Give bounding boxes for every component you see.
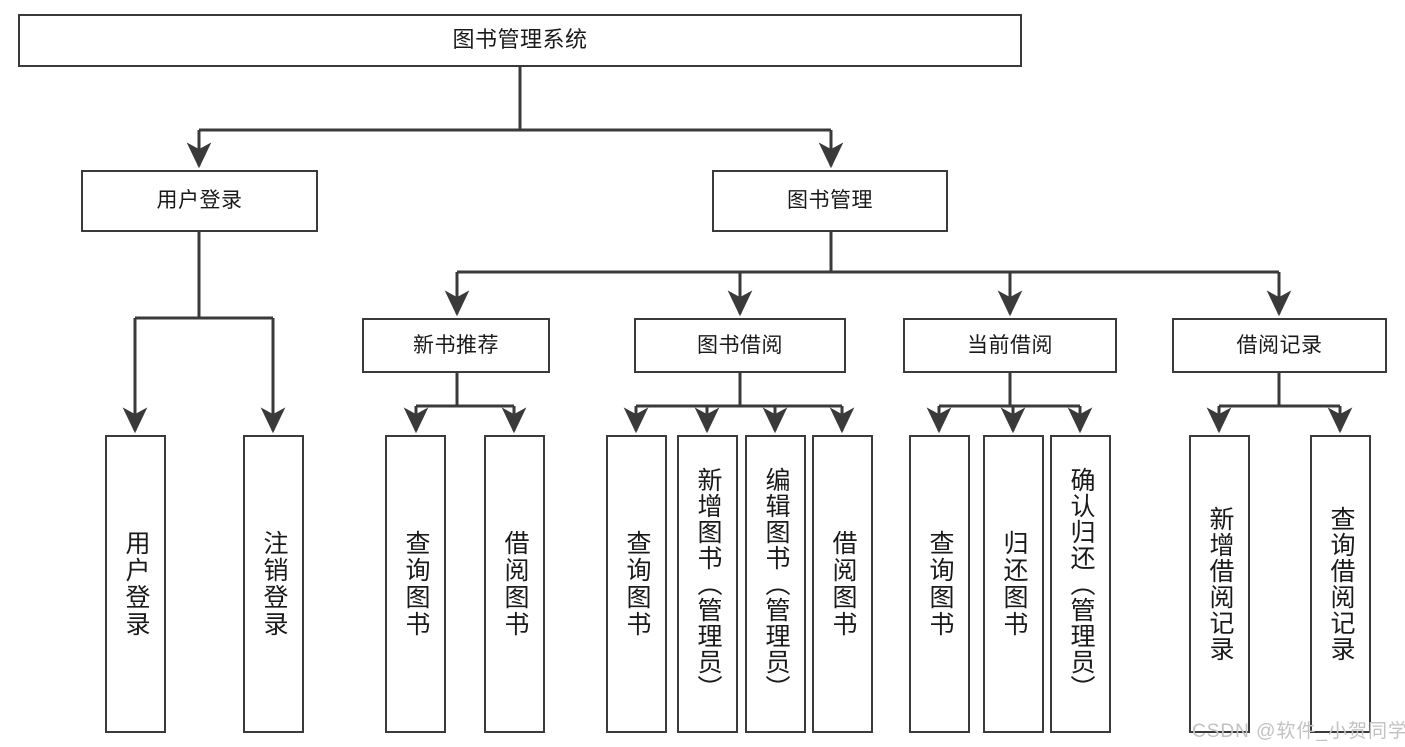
leaf-query-book-current-label: 查询图书: [926, 530, 954, 638]
node-user-login[interactable]: 用户登录: [81, 170, 318, 232]
leaf-user-login-label: 用户登录: [122, 530, 150, 638]
node-book-borrow-label: 图书借阅: [697, 333, 783, 357]
leaf-borrow-book-label: 借阅图书: [829, 530, 857, 638]
node-new-book-recommendation[interactable]: 新书推荐: [362, 318, 550, 373]
leaf-borrow-book-rec-label: 借阅图书: [501, 530, 529, 638]
leaf-add-book-admin-label: 新增图书（管理员）: [694, 467, 722, 701]
node-borrow-record-label: 借阅记录: [1236, 333, 1323, 357]
leaf-edit-book-admin-label: 编辑图书（管理员）: [762, 467, 790, 701]
node-book-management-label: 图书管理: [787, 189, 873, 213]
leaf-edit-book-admin[interactable]: 编辑图书（管理员）: [745, 435, 806, 733]
leaf-user-login[interactable]: 用户登录: [105, 435, 166, 733]
leaf-confirm-return-admin[interactable]: 确认归还（管理员）: [1050, 435, 1111, 733]
node-root[interactable]: 图书管理系统: [18, 14, 1022, 67]
leaf-query-book-borrow[interactable]: 查询图书: [606, 435, 667, 733]
leaf-query-book-borrow-label: 查询图书: [623, 530, 651, 638]
leaf-confirm-return-admin-label: 确认归还（管理员）: [1067, 467, 1095, 701]
leaf-borrow-book-rec[interactable]: 借阅图书: [484, 435, 545, 733]
node-root-label: 图书管理系统: [452, 27, 588, 53]
leaf-add-book-admin[interactable]: 新增图书（管理员）: [677, 435, 738, 733]
leaf-query-borrow-record[interactable]: 查询借阅记录: [1310, 435, 1371, 733]
leaf-logout[interactable]: 注销登录: [243, 435, 304, 733]
leaf-logout-label: 注销登录: [260, 530, 288, 638]
node-current-borrow[interactable]: 当前借阅: [903, 318, 1117, 373]
leaf-query-borrow-record-label: 查询借阅记录: [1327, 506, 1355, 662]
leaf-return-book-label: 归还图书: [1000, 530, 1028, 638]
leaf-return-book[interactable]: 归还图书: [983, 435, 1044, 733]
node-book-management[interactable]: 图书管理: [712, 170, 948, 232]
node-new-book-recommendation-label: 新书推荐: [413, 333, 499, 357]
node-user-login-label: 用户登录: [156, 189, 243, 213]
leaf-query-book-rec-label: 查询图书: [402, 530, 430, 638]
node-book-borrow[interactable]: 图书借阅: [634, 318, 846, 373]
leaf-add-borrow-record[interactable]: 新增借阅记录: [1189, 435, 1250, 733]
leaf-borrow-book[interactable]: 借阅图书: [812, 435, 873, 733]
node-current-borrow-label: 当前借阅: [967, 333, 1053, 357]
leaf-query-book-rec[interactable]: 查询图书: [385, 435, 446, 733]
leaf-query-book-current[interactable]: 查询图书: [909, 435, 970, 733]
node-borrow-record[interactable]: 借阅记录: [1172, 318, 1387, 373]
csdn-watermark: CSDN @软件_小贺同学: [1192, 721, 1405, 742]
leaf-add-borrow-record-label: 新增借阅记录: [1206, 506, 1234, 662]
